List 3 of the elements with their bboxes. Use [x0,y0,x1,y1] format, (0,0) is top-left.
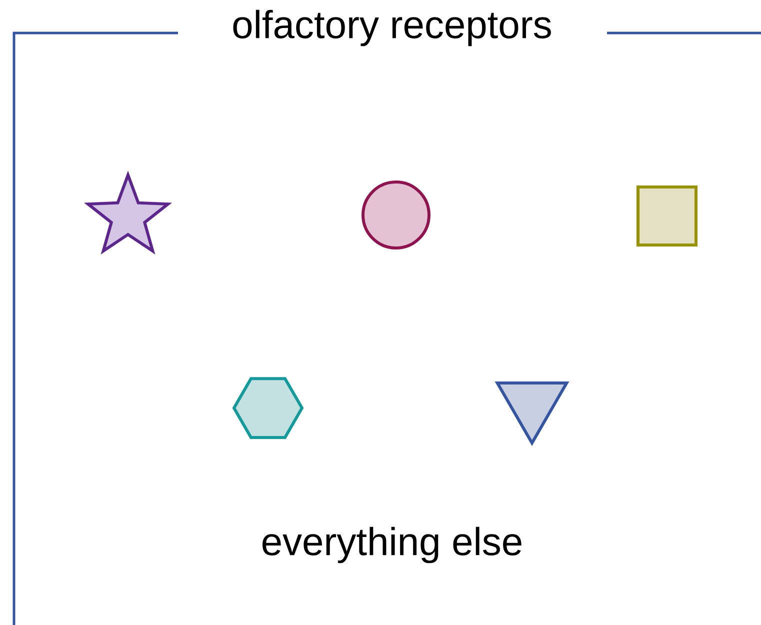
caption-text: everything else [262,526,522,564]
square-shape [636,186,698,246]
circle-shape [362,180,430,250]
